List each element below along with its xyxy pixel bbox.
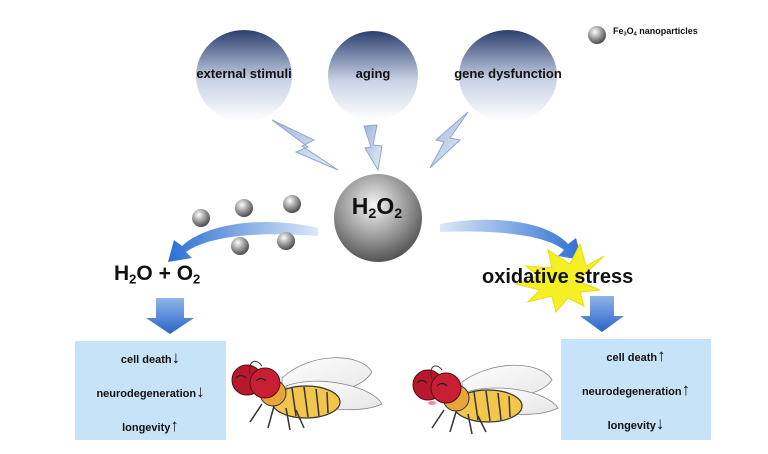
down-arrow-icon: ↓ [655,414,665,433]
lightning-bolt-icon [429,111,469,169]
nanoparticle-icon [283,195,301,213]
nanoparticle-icon [235,199,253,217]
cause-label-aging: aging [355,66,391,81]
down-arrow-icon: ↓ [171,348,181,367]
nanoparticle-icon [231,237,249,255]
lightning-bolt-icon [271,119,339,171]
nanoparticle-legend-icon [588,26,606,44]
cause-sphere-external-stimuli [196,30,292,122]
left-box-line-longevity: longevity↑ [122,416,179,435]
cause-sphere-aging [328,31,418,121]
products-label: H2O + O2 [114,262,201,287]
left-box-line-neurodegeneration: neurodegeneration↓ [96,382,205,401]
up-arrow-icon: ↑ [681,380,691,399]
lightning-bolt-icon [363,124,383,172]
down-arrow-icon: ↓ [196,382,205,401]
right-result-box [561,339,711,440]
cause-sphere-gene-dysfunction [459,30,557,122]
cause-label-external-stimuli: external stimuli [196,66,292,81]
right-box-line-longevity: longevity↓ [607,414,665,433]
h2o2-sphere [334,174,422,262]
curved-arrow-right [440,219,582,260]
nanoparticle-icon [192,209,210,227]
nanoparticle-cluster [192,195,301,255]
curved-arrow-left [168,222,318,262]
cause-label-gene-dysfunction: gene dysfunction [454,66,562,81]
h2o2-label: H2O2 [351,193,403,222]
right-box-text: cell death↑ neurodegeneration↑ longevity… [561,339,711,440]
up-arrow-icon: ↑ [170,416,179,435]
left-box-text: cell death↓ neurodegeneration↓ longevity… [75,341,226,440]
right-box-line-cell-death: cell death↑ [606,346,666,365]
left-result-box [75,341,226,440]
down-arrow-right [580,296,624,332]
left-box-line-cell-death: cell death↓ [120,348,181,367]
fruit-fly-left [231,357,383,431]
up-arrow-icon: ↑ [657,346,666,365]
down-arrow-left [146,298,194,334]
nanoparticle-icon [277,232,295,250]
fruit-fly-right [412,364,559,435]
right-box-line-neurodegeneration: neurodegeneration↑ [581,380,691,399]
oxidative-stress-starburst [514,242,605,314]
oxidative-stress-label: oxidative stress [482,266,634,288]
legend-label: Fe3O4 nanoparticles [613,26,698,38]
